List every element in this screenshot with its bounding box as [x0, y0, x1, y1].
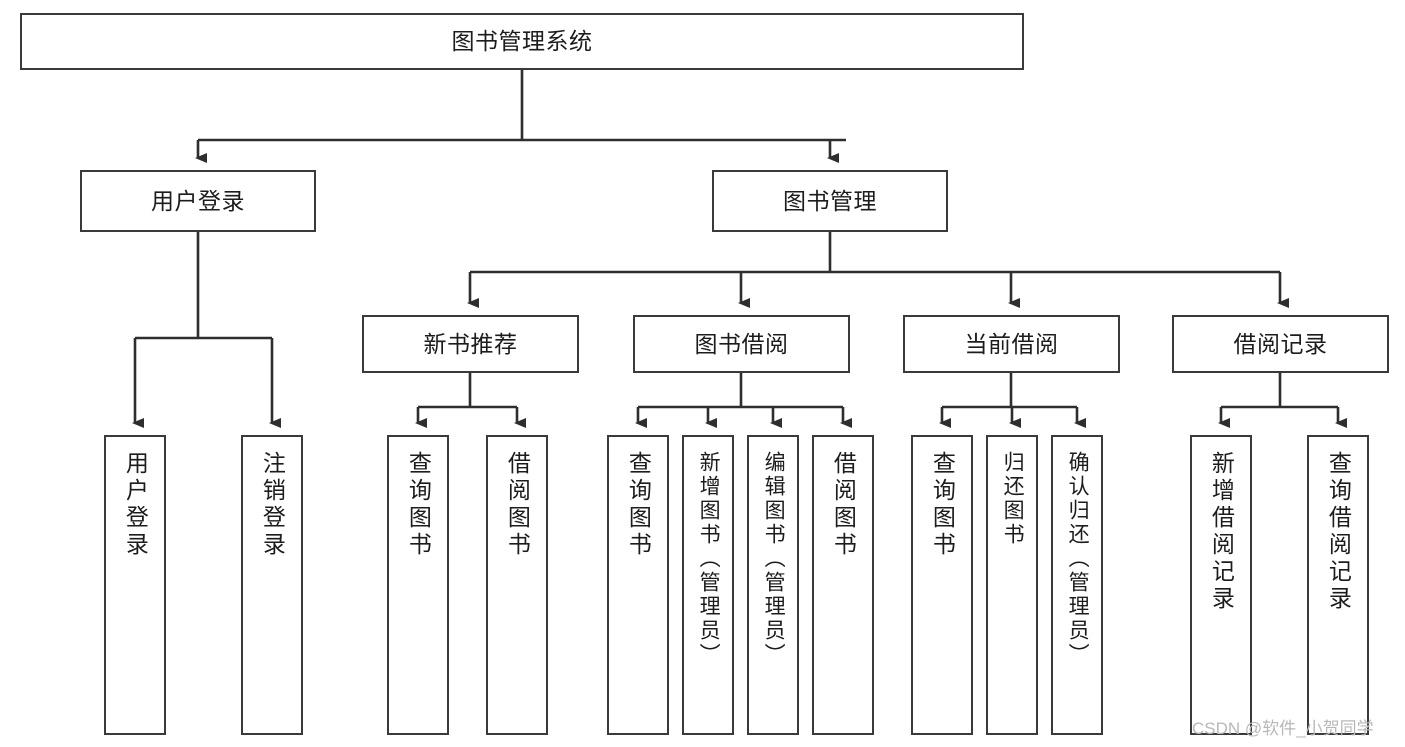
node-book-manage[interactable]: 图书管理 [712, 170, 948, 232]
node-book-borrow-label: 图书借阅 [694, 330, 789, 357]
node-leaf-logout[interactable]: 注销登录 [241, 435, 303, 735]
node-leaf-query-book-recommend-label: 查询图书 [405, 451, 432, 559]
node-leaf-confirm-return-admin[interactable]: 确认归还（管理员） [1051, 435, 1103, 735]
node-leaf-add-borrow-record[interactable]: 新增借阅记录 [1190, 435, 1252, 735]
node-leaf-edit-book-admin-label: 编辑图书（管理员） [762, 451, 786, 667]
node-user-login-label: 用户登录 [151, 187, 245, 214]
node-new-book-recommend[interactable]: 新书推荐 [362, 315, 579, 373]
node-leaf-borrow-book-borrow[interactable]: 借阅图书 [812, 435, 874, 735]
node-leaf-borrow-book-recommend[interactable]: 借阅图书 [486, 435, 548, 735]
node-leaf-user-login-label: 用户登录 [122, 451, 149, 559]
node-user-login[interactable]: 用户登录 [80, 170, 316, 232]
node-leaf-user-login[interactable]: 用户登录 [104, 435, 166, 735]
node-leaf-query-borrow-record[interactable]: 查询借阅记录 [1307, 435, 1369, 735]
connectors [132, 70, 1347, 428]
csdn-watermark: CSDN @软件_小贺同学 [1192, 719, 1374, 738]
node-leaf-return-book[interactable]: 归还图书 [986, 435, 1038, 735]
node-leaf-query-book-borrow[interactable]: 查询图书 [607, 435, 669, 735]
node-new-book-recommend-label: 新书推荐 [423, 330, 518, 357]
node-leaf-borrow-book-borrow-label: 借阅图书 [830, 451, 857, 559]
node-leaf-query-book-current-label: 查询图书 [929, 451, 956, 559]
node-leaf-confirm-return-admin-label: 确认归还（管理员） [1066, 451, 1090, 667]
node-leaf-add-book-admin[interactable]: 新增图书（管理员） [682, 435, 734, 735]
node-book-manage-label: 图书管理 [783, 187, 877, 214]
node-leaf-query-book-borrow-label: 查询图书 [625, 451, 652, 559]
node-root-label: 图书管理系统 [451, 28, 593, 55]
node-leaf-query-borrow-record-label: 查询借阅记录 [1325, 451, 1352, 613]
node-borrow-record-label: 借阅记录 [1233, 330, 1328, 357]
node-leaf-logout-label: 注销登录 [259, 451, 286, 559]
node-leaf-add-borrow-record-label: 新增借阅记录 [1208, 451, 1235, 613]
node-borrow-record[interactable]: 借阅记录 [1172, 315, 1389, 373]
node-leaf-borrow-book-recommend-label: 借阅图书 [504, 451, 531, 559]
node-book-borrow[interactable]: 图书借阅 [633, 315, 850, 373]
node-current-borrow[interactable]: 当前借阅 [903, 315, 1120, 373]
node-current-borrow-label: 当前借阅 [964, 330, 1059, 357]
node-leaf-edit-book-admin[interactable]: 编辑图书（管理员） [747, 435, 799, 735]
node-root-system[interactable]: 图书管理系统 [20, 13, 1024, 70]
node-leaf-add-book-admin-label: 新增图书（管理员） [697, 451, 721, 667]
node-leaf-query-book-current[interactable]: 查询图书 [911, 435, 973, 735]
node-leaf-query-book-recommend[interactable]: 查询图书 [387, 435, 449, 735]
node-leaf-return-book-label: 归还图书 [1001, 451, 1025, 547]
